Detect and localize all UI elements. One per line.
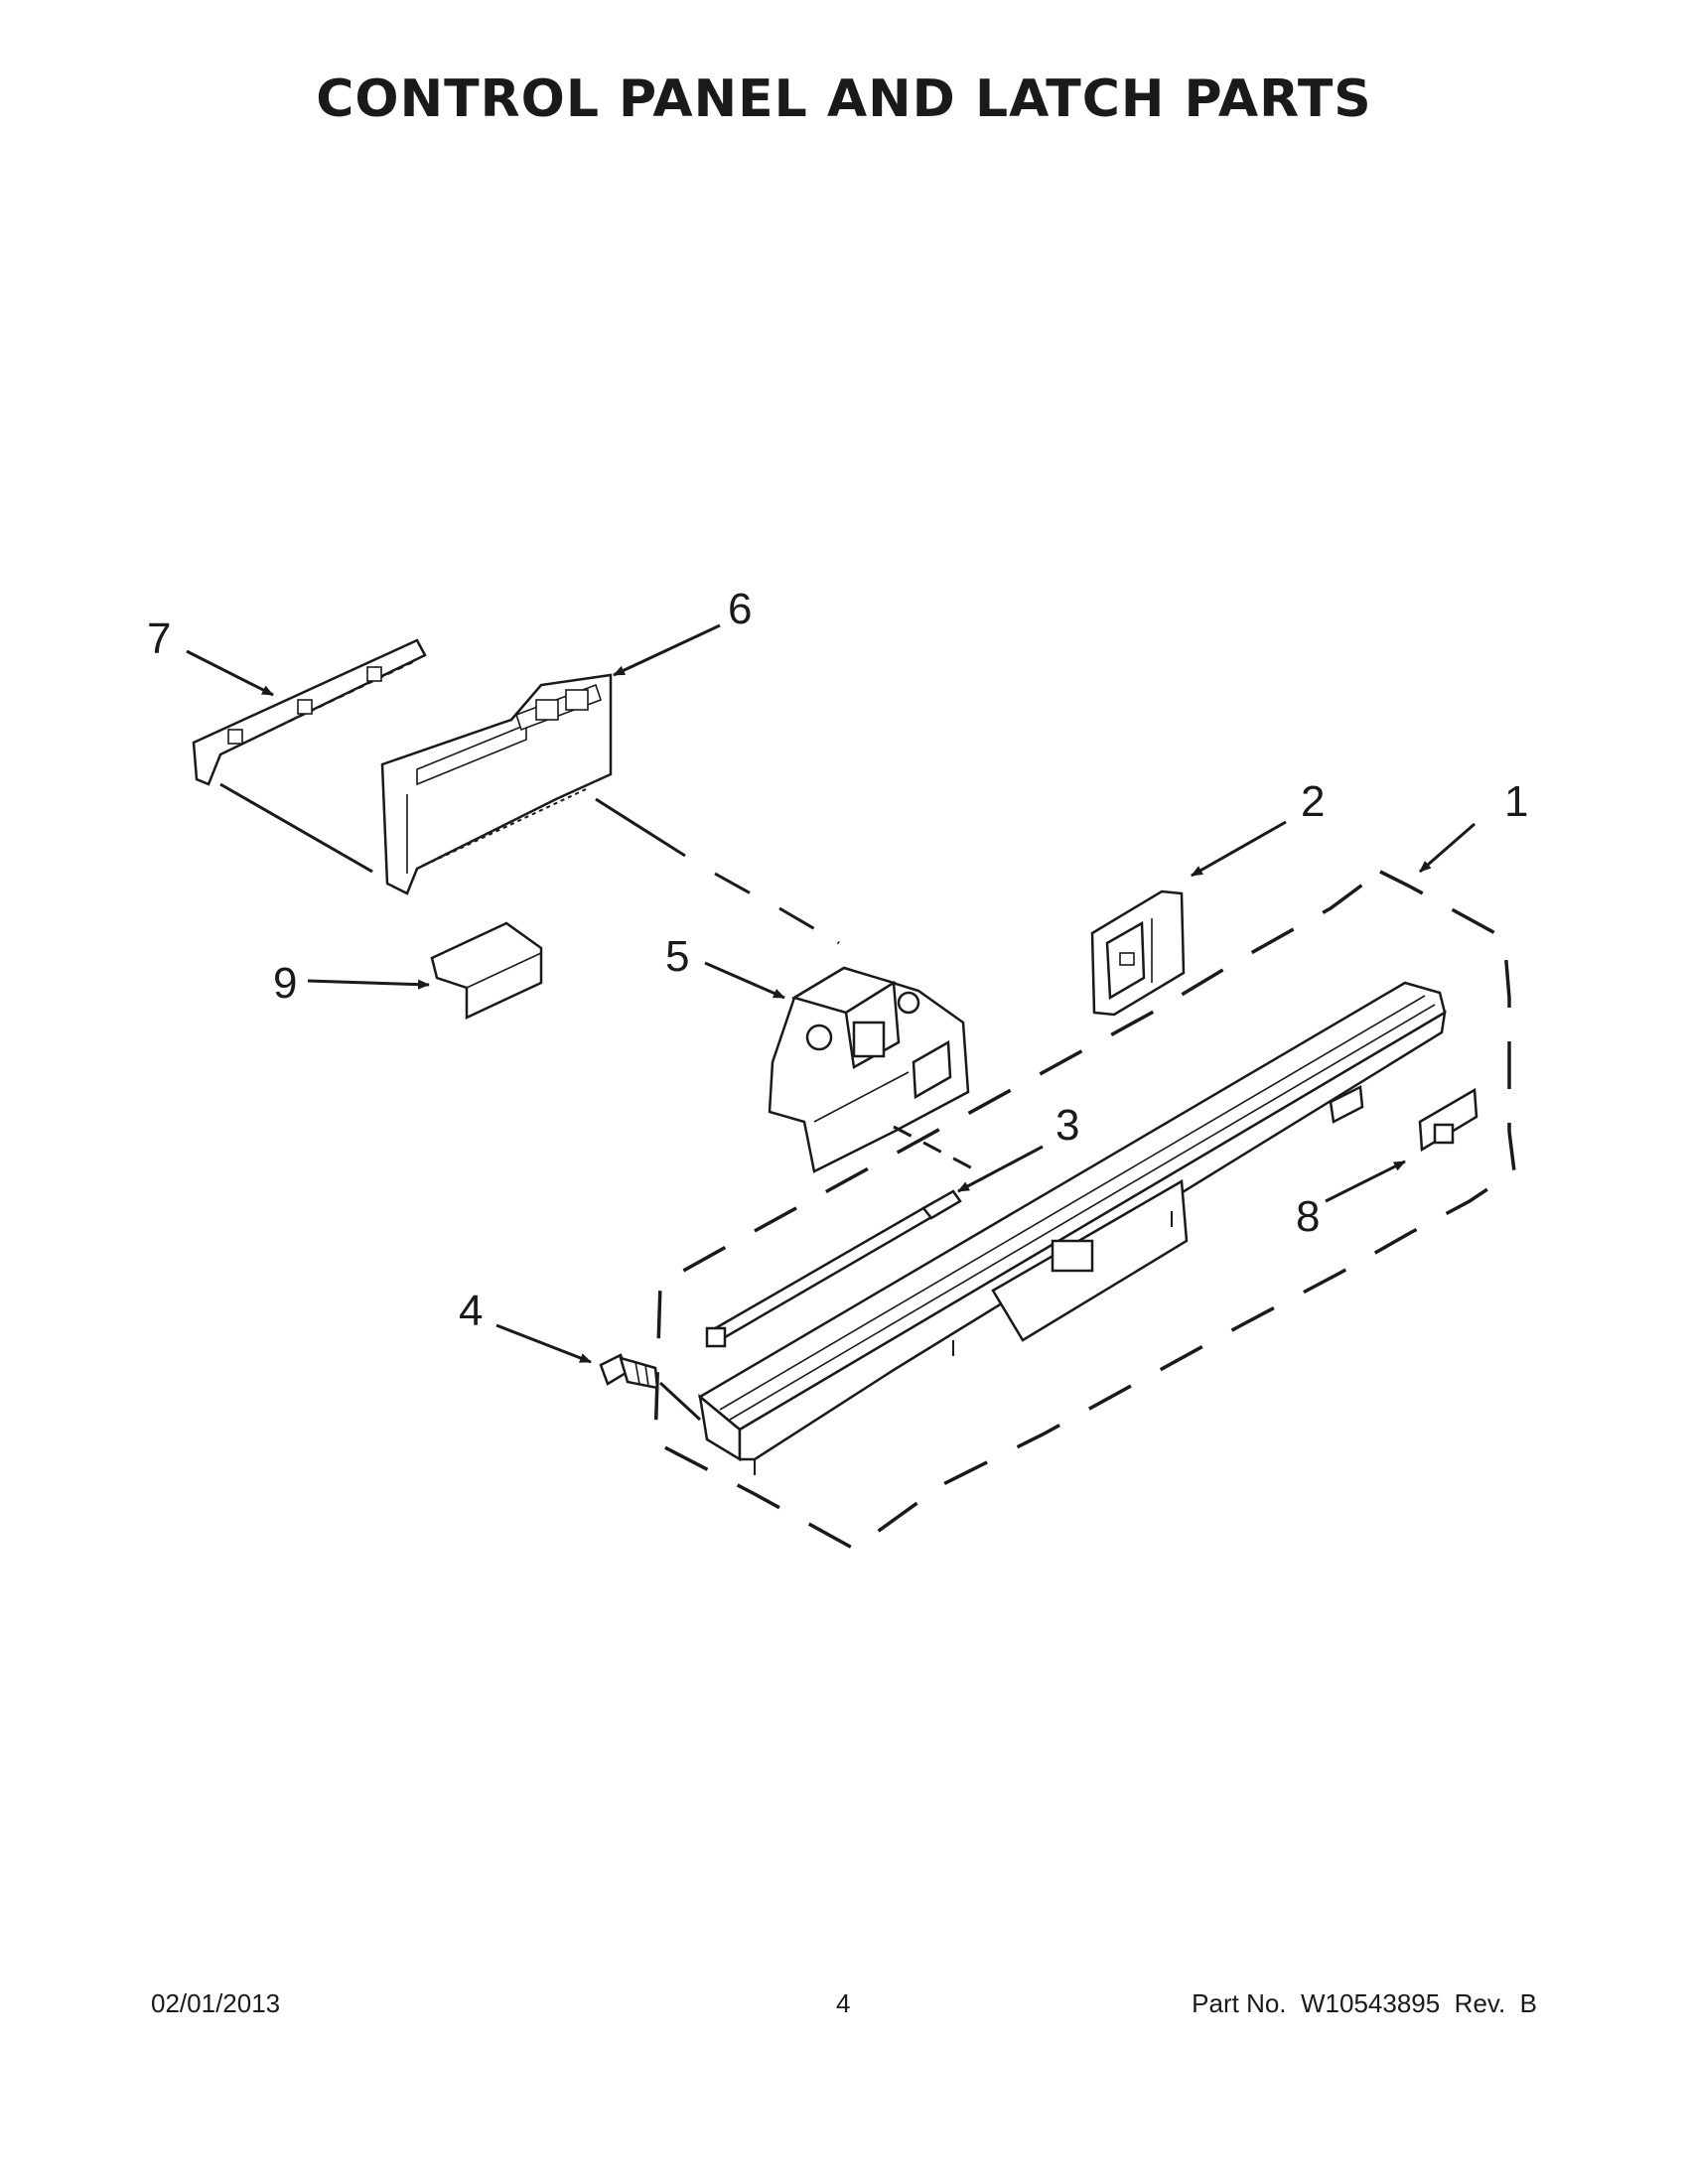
connector-lines bbox=[219, 782, 979, 1422]
callout-6: 6 bbox=[728, 585, 752, 633]
part-3-wire-harness bbox=[705, 1189, 962, 1348]
part-2-bracket bbox=[1090, 889, 1186, 1017]
part-7-rail bbox=[192, 638, 427, 786]
part-6-control-board bbox=[380, 673, 613, 895]
callout-7: 7 bbox=[147, 614, 171, 663]
part-4-screw bbox=[599, 1353, 659, 1390]
callout-4: 4 bbox=[459, 1287, 483, 1335]
rev-value: B bbox=[1519, 1988, 1537, 2018]
callout-2: 2 bbox=[1301, 777, 1325, 826]
footer-part-info: Part No. W10543895 Rev. B bbox=[1192, 1988, 1537, 2019]
part-label: Part No. bbox=[1192, 1988, 1287, 2018]
rev-label: Rev. bbox=[1454, 1988, 1506, 2018]
footer-page-number: 4 bbox=[836, 1988, 851, 2018]
page-title: CONTROL PANEL AND LATCH PARTS bbox=[316, 69, 1372, 129]
part-number: W10543895 bbox=[1300, 1988, 1441, 2018]
callout-3: 3 bbox=[1055, 1101, 1079, 1150]
callout-8: 8 bbox=[1296, 1192, 1320, 1241]
callout-5: 5 bbox=[665, 932, 689, 981]
part-5-latch-assembly bbox=[768, 966, 970, 1173]
callout-9: 9 bbox=[273, 959, 297, 1008]
footer-date: 02/01/2013 bbox=[151, 1988, 281, 2018]
callout-arrows bbox=[186, 623, 1476, 1364]
callout-1: 1 bbox=[1504, 777, 1528, 826]
assembly-boundary-dashes bbox=[653, 869, 1516, 1552]
part-8-small-module bbox=[1418, 1087, 1478, 1153]
part-9-clip bbox=[430, 921, 543, 1020]
part-1-control-panel-housing bbox=[697, 981, 1447, 1475]
